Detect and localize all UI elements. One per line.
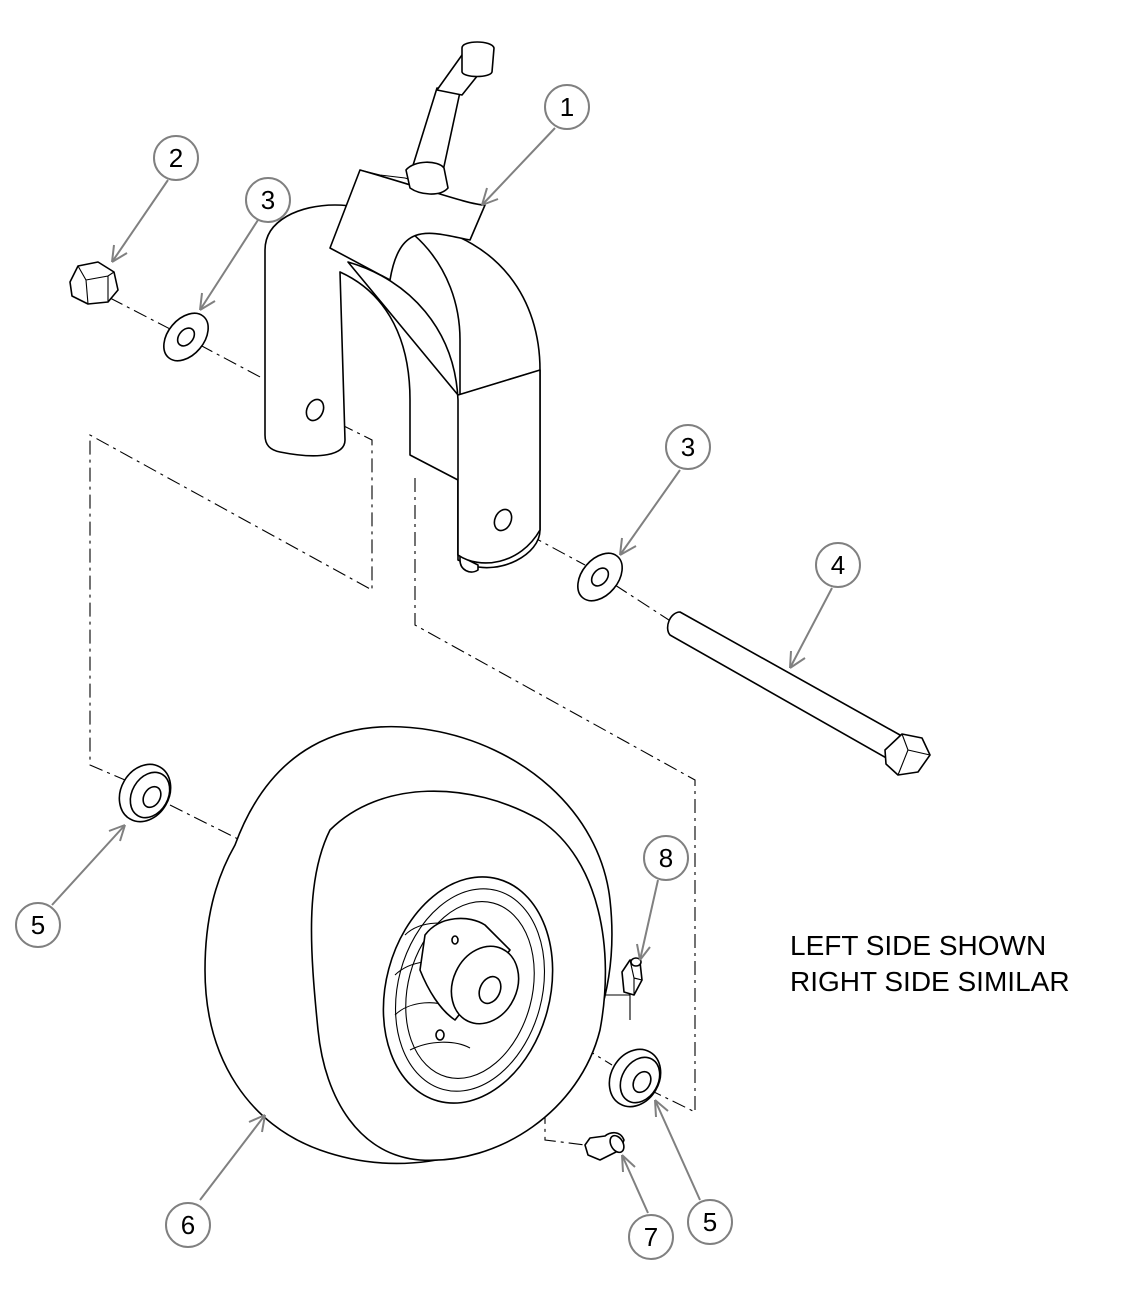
callout-label: 7: [644, 1222, 658, 1252]
callout-6: 6: [165, 1202, 211, 1248]
callout-label: 3: [681, 432, 695, 462]
grease-fitting: [621, 957, 643, 996]
bearing-left: [118, 763, 172, 823]
callout-bubble: [643, 835, 689, 881]
callout-2: 2: [153, 135, 199, 181]
callout-bubble: [153, 135, 199, 181]
callout-bubble: [544, 84, 590, 130]
callout-bubble: [245, 177, 291, 223]
callout-1: 1: [544, 84, 590, 130]
bolt: [666, 611, 931, 776]
note-line-2: RIGHT SIDE SIMILAR: [790, 966, 1070, 997]
callout-bubble: [665, 424, 711, 470]
callout-label: 6: [181, 1210, 195, 1240]
fork-hole-right: [493, 508, 513, 532]
callout-bubble: [687, 1199, 733, 1245]
callout-label: 3: [261, 185, 275, 215]
callout-label: 4: [831, 550, 845, 580]
nut: [69, 261, 119, 305]
diagram-note: LEFT SIDE SHOWN RIGHT SIDE SIMILAR: [790, 928, 1070, 1000]
callout-label: 5: [31, 910, 45, 940]
callout-bubble: [15, 902, 61, 948]
note-line-1: LEFT SIDE SHOWN: [790, 930, 1047, 961]
wheel: [204, 725, 613, 1165]
callout-8: 8: [643, 835, 689, 881]
callout-bubble: [165, 1202, 211, 1248]
callout-5b: 5: [687, 1199, 733, 1245]
valve-stem: [584, 1131, 625, 1161]
callout-bubble: [628, 1214, 674, 1260]
fork-assembly: [264, 41, 541, 573]
callout-3b: 3: [665, 424, 711, 470]
washer-lower: [577, 552, 623, 602]
callout-5a: 5: [15, 902, 61, 948]
callout-label: 5: [703, 1207, 717, 1237]
callout-label: 2: [169, 143, 183, 173]
callout-7: 7: [628, 1214, 674, 1260]
callout-4: 4: [815, 542, 861, 588]
leader-lines: [51, 127, 833, 1214]
callout-3a: 3: [245, 177, 291, 223]
callout-label: 1: [560, 92, 574, 122]
callout-label: 8: [659, 843, 673, 873]
callout-bubble: [815, 542, 861, 588]
fork-hole-left: [305, 398, 325, 422]
bearing-right: [608, 1048, 662, 1108]
washer-upper: [163, 312, 209, 362]
